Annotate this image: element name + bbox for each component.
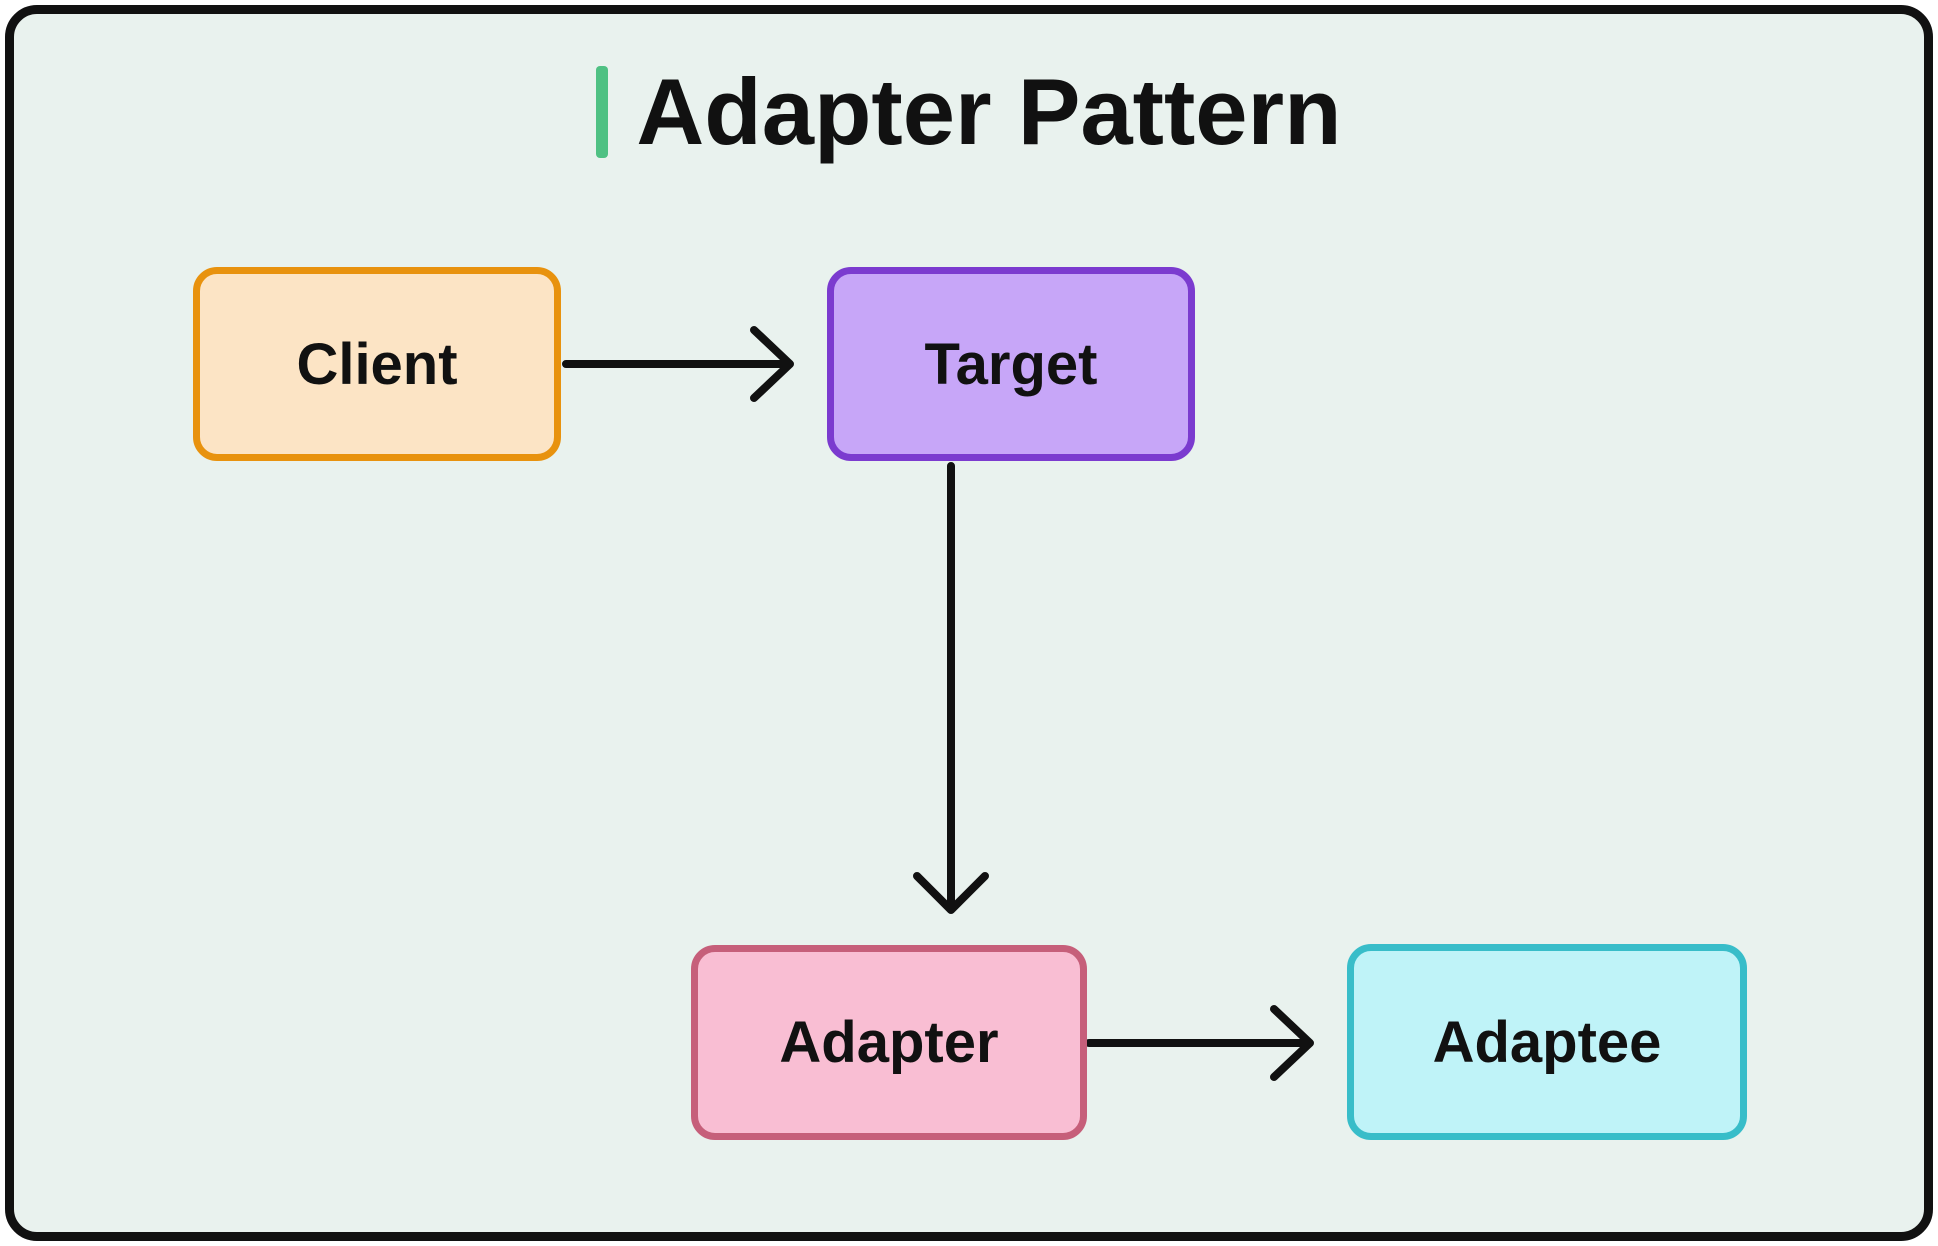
node-client: Client <box>193 267 561 461</box>
title-accent-bar <box>596 65 609 158</box>
node-client-label: Client <box>296 331 458 397</box>
node-adaptee-label: Adaptee <box>1432 1009 1662 1075</box>
diagram-title: Adapter Pattern <box>636 59 1342 164</box>
title-row: Adapter Pattern <box>0 60 1938 163</box>
node-adapter: Adapter <box>691 945 1087 1140</box>
node-target: Target <box>827 267 1195 461</box>
node-adaptee: Adaptee <box>1347 944 1747 1140</box>
node-adapter-label: Adapter <box>779 1010 999 1075</box>
node-target-label: Target <box>924 331 1098 397</box>
